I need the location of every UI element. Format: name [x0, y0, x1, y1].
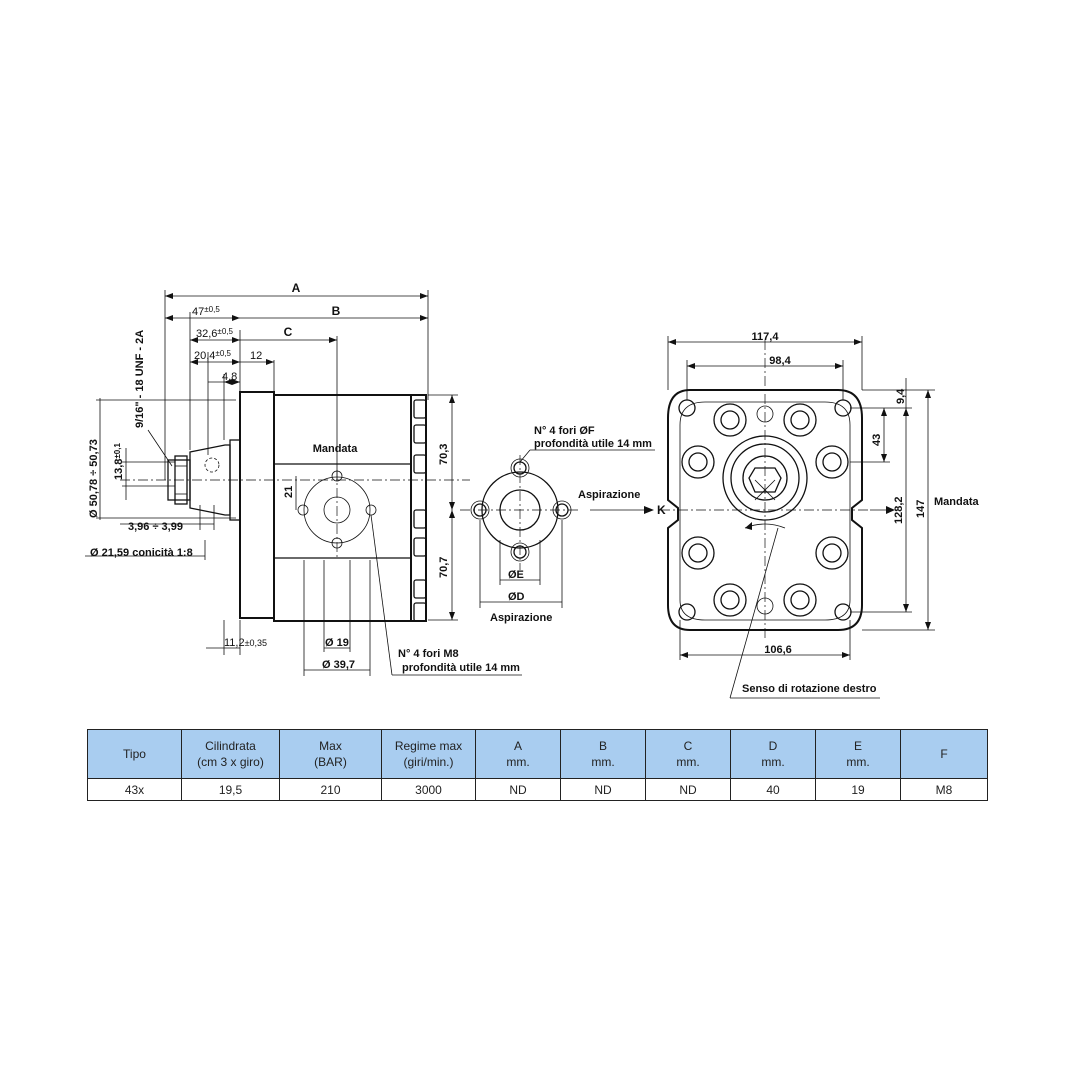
dim-147-label: 147 [915, 500, 927, 518]
cell-tipo: 43x [87, 778, 182, 801]
dim-47-label: 47±0,5 [192, 305, 220, 318]
inlet-flange-view: N° 4 fori ØF profondità utile 14 mm ØE Ø… [460, 425, 666, 624]
dim-11-2-label: 11,2±0,35 [224, 637, 267, 649]
dim-b-label: B [332, 304, 341, 318]
dim-117-4-label: 117,4 [752, 331, 780, 343]
holes-f-line2: profondità utile 14 mm [534, 438, 652, 450]
cell-cilindrata: 19,5 [181, 778, 280, 801]
thread-label: 9/16" - 18 UNF - 2A [134, 330, 146, 428]
dim-a-label: A [292, 281, 301, 295]
dim-70-3-label: 70,3 [438, 444, 450, 465]
header-tipo: Tipo [87, 729, 182, 779]
header-f: F [900, 729, 988, 779]
front-view: 117,4 98,4 9,4 43 128,2 147 Mandata [660, 331, 980, 699]
mandata-front-label: Mandata [934, 496, 980, 508]
dim-13-8-label: 13,8±0,1 [113, 443, 125, 480]
table-row: 43x 19,5 210 3000 ND ND ND 40 19 M8 [87, 778, 988, 801]
side-view: A B 47±0,5 32,6±0,5 C 20,4±0,5 12 4,8 9/… [85, 281, 522, 676]
dim-43-label: 43 [871, 434, 883, 446]
dim-20-4-label: 20,4±0,5 [194, 349, 231, 362]
cell-d: 40 [730, 778, 816, 801]
aspirazione-label: Aspirazione [490, 612, 552, 624]
dim-98-4-label: 98,4 [769, 355, 791, 367]
cell-max: 210 [279, 778, 382, 801]
dim-3-96-label: 3,96 ÷ 3,99 [128, 521, 183, 533]
dim-9-4-label: 9,4 [895, 388, 907, 404]
conicity-label: Ø 21,59 conicità 1:8 [90, 547, 193, 559]
cell-f: M8 [900, 778, 988, 801]
dim-21-label: 21 [283, 486, 295, 498]
dim-106-6-label: 106,6 [764, 644, 792, 656]
holes-m8-line1: N° 4 fori M8 [398, 648, 459, 660]
cell-a: ND [475, 778, 561, 801]
dim-128-2-label: 128,2 [893, 496, 905, 524]
cell-b: ND [560, 778, 646, 801]
diameter-19-label: Ø 19 [325, 637, 349, 649]
dim-4-8-label: 4,8 [222, 371, 237, 383]
cell-c: ND [645, 778, 731, 801]
header-regime: Regime max(giri/min.) [381, 729, 476, 779]
holes-m8-line2: profondità utile 14 mm [402, 662, 520, 674]
header-max: Max(BAR) [279, 729, 382, 779]
dim-c-label: C [284, 325, 293, 339]
dim-70-7-label: 70,7 [438, 557, 450, 578]
cell-regime: 3000 [381, 778, 476, 801]
header-cilindrata: Cilindrata(cm 3 x giro) [181, 729, 280, 779]
diameter-39-7-label: Ø 39,7 [322, 659, 355, 671]
technical-drawing: A B 47±0,5 32,6±0,5 C 20,4±0,5 12 4,8 9/… [85, 281, 980, 699]
mandata-side-label: Mandata [313, 443, 359, 455]
dim-32-6-label: 32,6±0,5 [196, 327, 233, 340]
diameter-50-78-label: Ø 50,78 ÷ 50,73 [88, 439, 100, 518]
spec-table: Tipo Cilindrata(cm 3 x giro) Max(BAR) Re… [87, 729, 988, 801]
aspirazione-arrow-label: Aspirazione [578, 489, 640, 501]
holes-f-line1: N° 4 fori ØF [534, 425, 595, 437]
diameter-d-label: ØD [508, 591, 525, 603]
rotation-label: Senso di rotazione destro [742, 683, 877, 695]
diameter-e-label: ØE [508, 569, 524, 581]
table-header-row: Tipo Cilindrata(cm 3 x giro) Max(BAR) Re… [87, 729, 988, 779]
dim-12-label: 12 [250, 350, 262, 362]
cell-e: 19 [815, 778, 901, 801]
